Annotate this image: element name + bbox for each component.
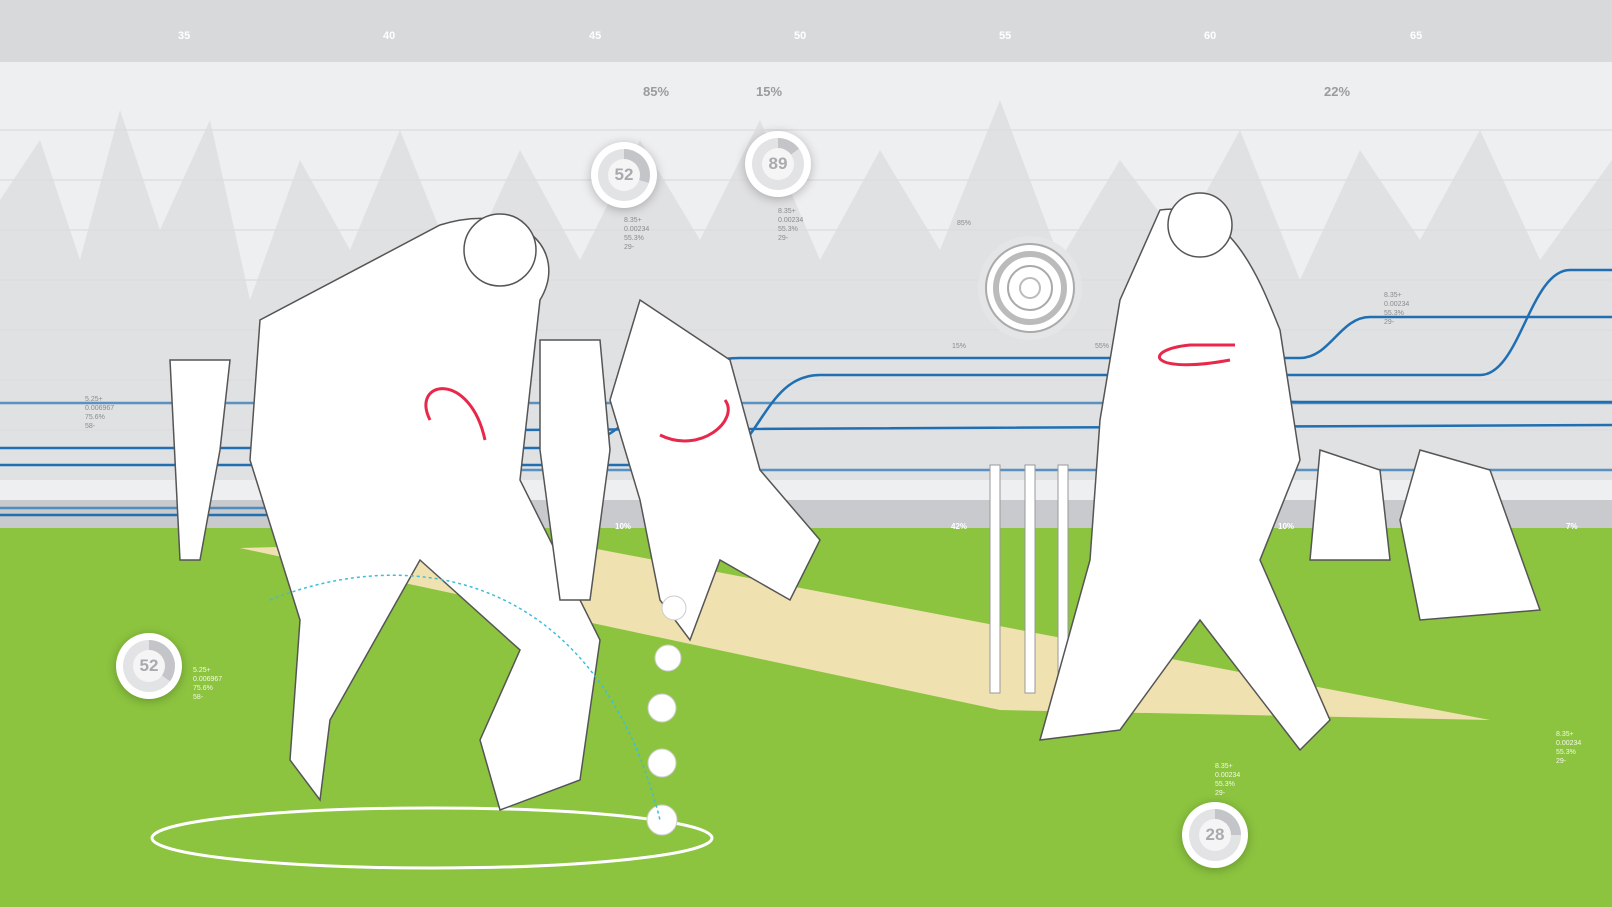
stat-value: 28 (1199, 819, 1231, 851)
target-label: 15% (952, 343, 967, 350)
stumps (989, 464, 1069, 694)
stat-circle: 52 (591, 142, 657, 208)
rotation-arrows (424, 343, 1235, 443)
target-label: 55% (1095, 343, 1110, 350)
percent-marker: 85% (643, 84, 670, 99)
ball-trajectory (269, 574, 661, 821)
stat-value: 52 (133, 650, 165, 682)
stat-circle: 52 (116, 633, 182, 699)
ball-path (646, 595, 687, 836)
target-label: 85% (957, 220, 972, 227)
band-label: 7% (1566, 522, 1578, 531)
band-label: 10% (615, 522, 632, 531)
band-label: 42% (951, 522, 968, 531)
stat-value: 52 (608, 159, 640, 191)
ruler-tick: 35 (178, 30, 191, 42)
ruler-tick: 65 (1410, 30, 1423, 42)
ruler-tick: 55 (999, 30, 1012, 42)
stat-circle: 89 (745, 131, 811, 197)
stat-circle: 28 (1182, 802, 1248, 868)
umpire-figure (169, 359, 231, 561)
slip-fielder-1 (1309, 448, 1391, 561)
fielding-circle (150, 806, 714, 870)
player-figures (169, 192, 1542, 811)
target-rings (978, 236, 1082, 340)
ruler-tick: 50 (794, 30, 807, 42)
ruler-tick: 60 (1204, 30, 1217, 42)
ruler-tick: 45 (589, 30, 602, 42)
top-ruler: 35 40 45 50 55 60 65 (0, 0, 1612, 62)
ruler-tick: 40 (383, 30, 396, 42)
keeper-figure (539, 339, 611, 601)
slip-fielder-2 (1399, 449, 1542, 621)
stat-value: 89 (762, 148, 794, 180)
percent-marker: 15% (756, 84, 783, 99)
band-label: 10% (1278, 522, 1295, 531)
fielder-figure (609, 298, 821, 642)
percent-marker: 22% (1324, 84, 1351, 99)
